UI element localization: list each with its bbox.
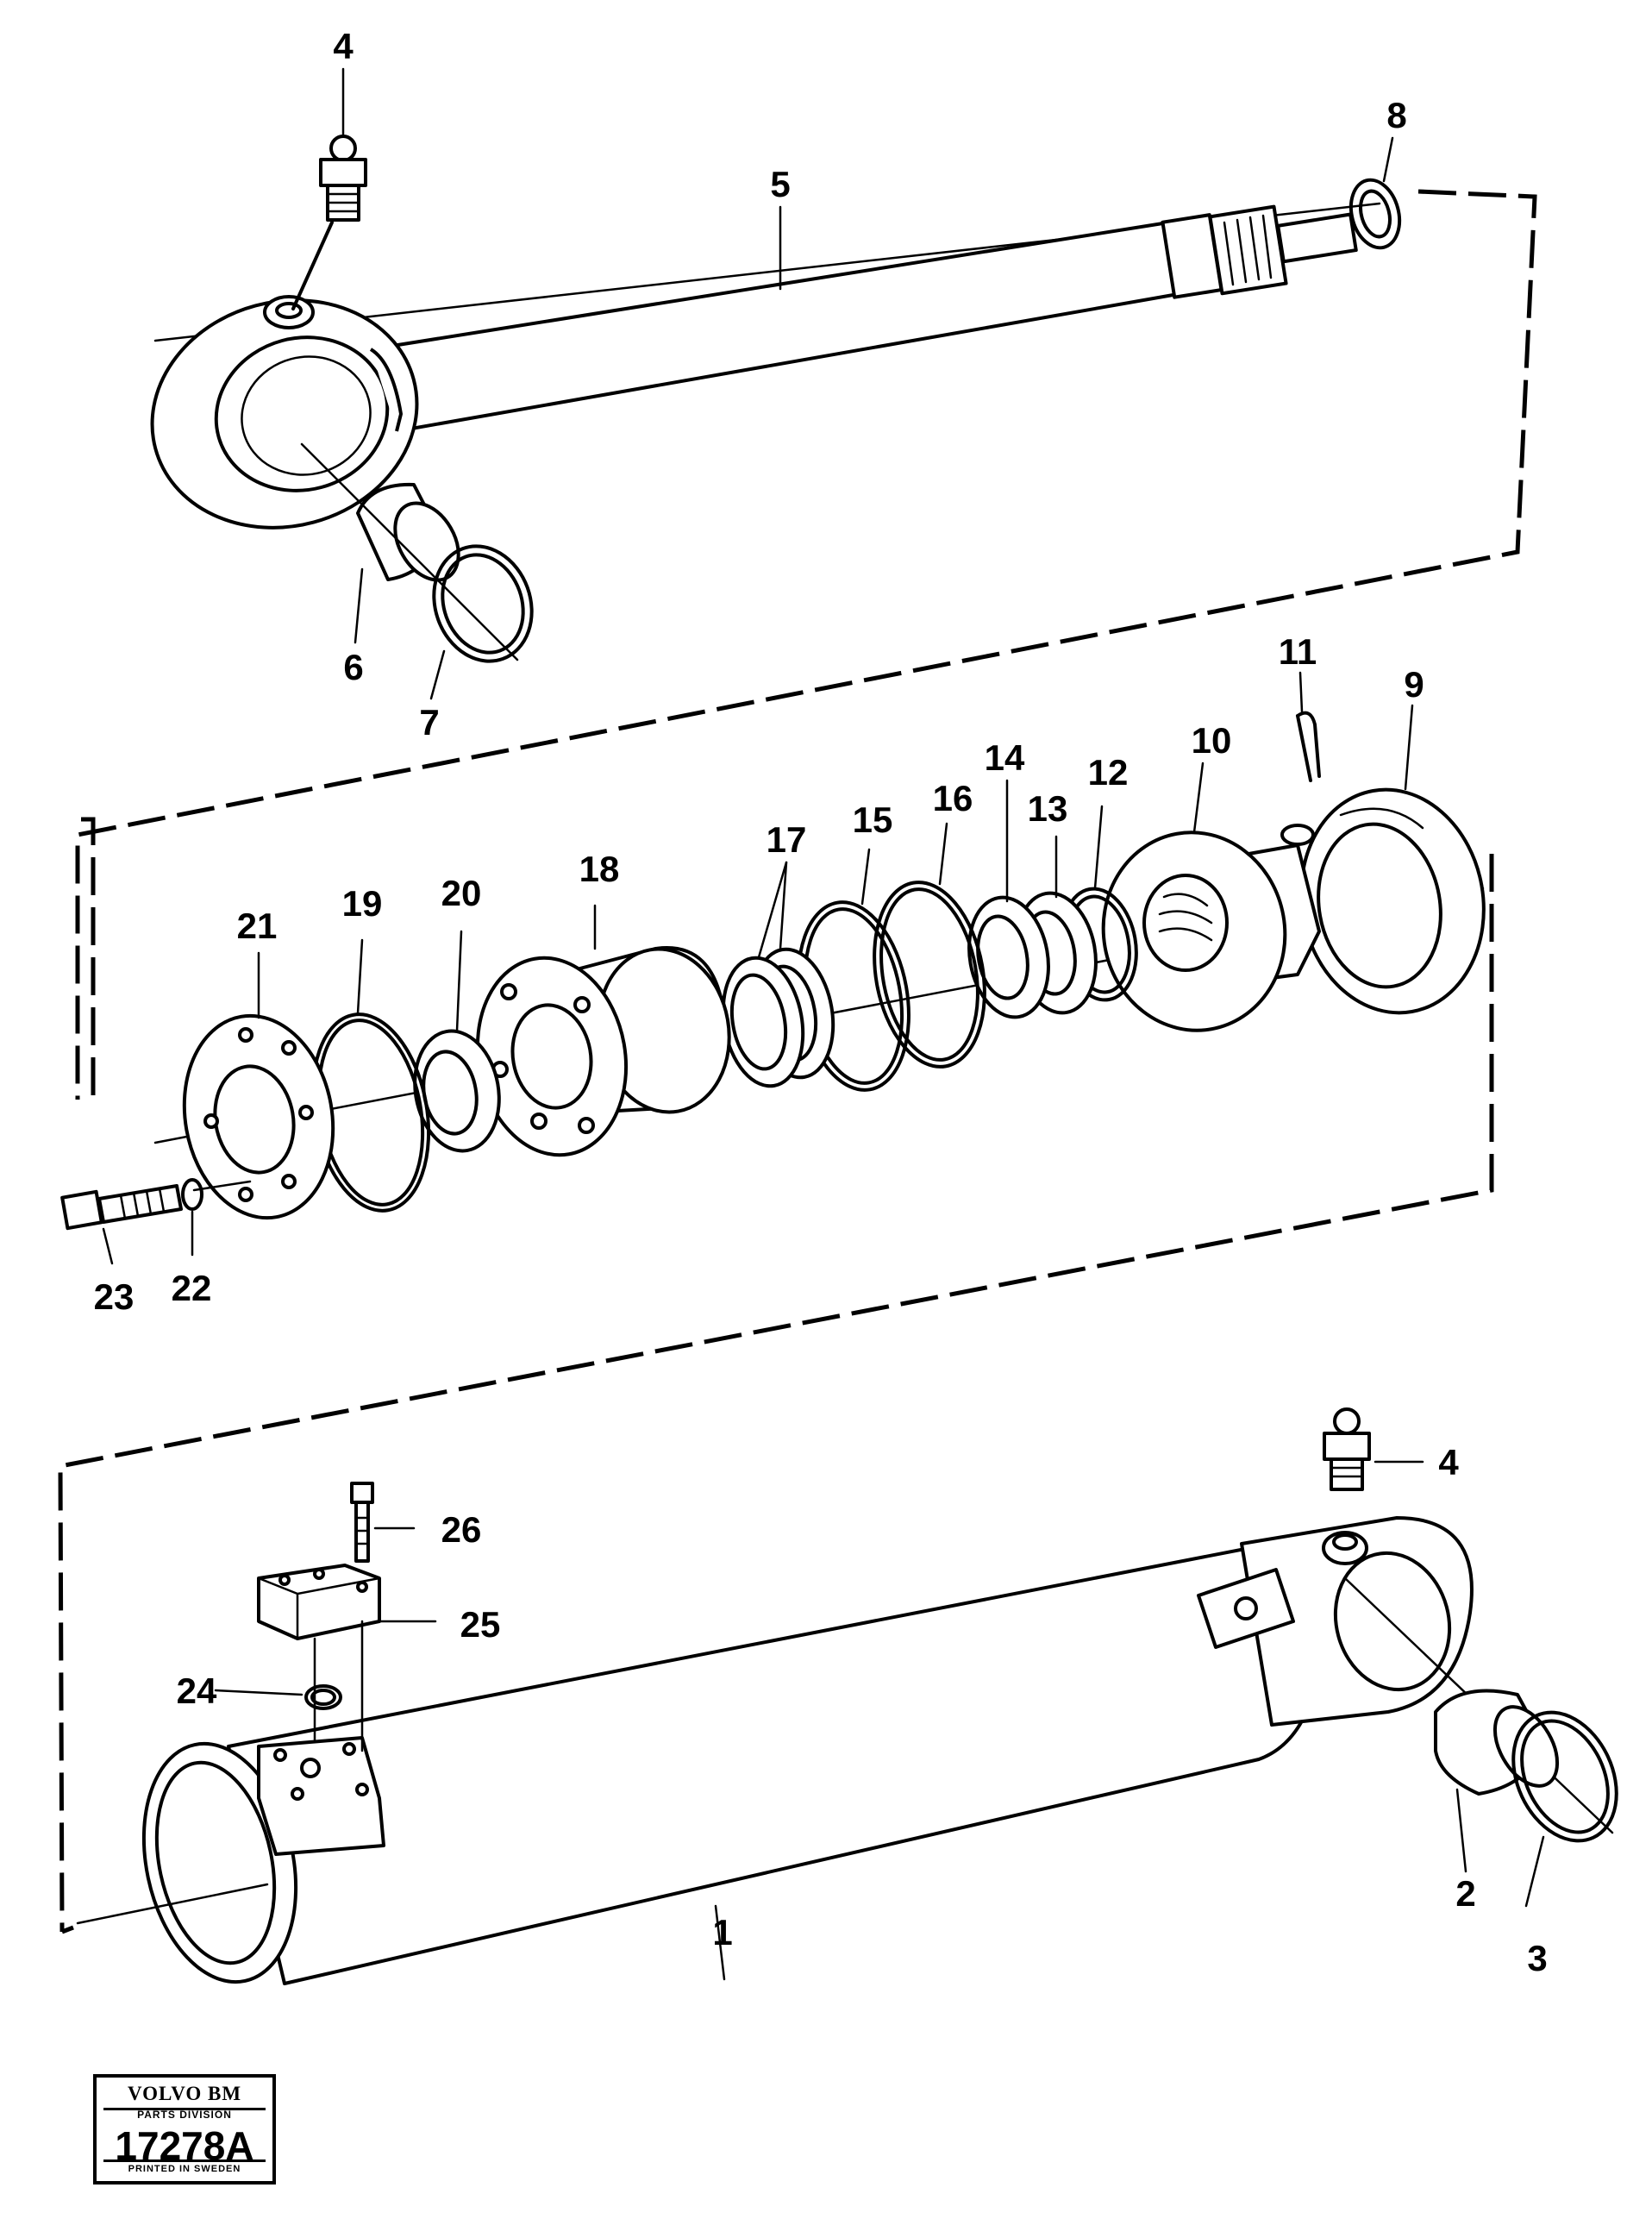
flange-plate (182, 1013, 335, 1220)
washer-rod-end (1349, 178, 1402, 250)
leader-lines (102, 67, 1545, 1981)
section-frame-middle (78, 817, 96, 1095)
section-frame-top (75, 189, 1537, 1100)
bolt-and-washer (60, 1178, 252, 1231)
badge-division: PARTS DIVISION (137, 2109, 232, 2121)
seal-13-14 (967, 891, 1098, 1019)
socket-screw (350, 1482, 374, 1563)
retaining-ring-top (300, 442, 534, 663)
callout-5: 5 (770, 164, 790, 204)
callout-7: 7 (419, 702, 439, 743)
section-frame-bottom (61, 1925, 74, 1934)
callout-10: 10 (1192, 720, 1232, 761)
callout-21: 21 (237, 906, 278, 946)
callout-4-top: 4 (333, 26, 354, 66)
callout-15: 15 (853, 799, 893, 840)
callout-1: 1 (712, 1912, 732, 1953)
callout-4-bottom: 4 (1438, 1442, 1459, 1482)
callout-6: 6 (343, 647, 363, 687)
grease-nipple-bottom (1323, 1407, 1371, 1491)
piston-nut (1101, 824, 1321, 1032)
bushing-bottom (1434, 1689, 1560, 1796)
callout-labels: 4 5 8 6 7 9 10 11 12 13 14 16 15 17 18 2… (94, 26, 1548, 1978)
o-ring-24 (304, 1684, 342, 1710)
callout-16: 16 (933, 778, 973, 818)
badge-printed-in: PRINTED IN SWEDEN (103, 2159, 266, 2177)
badge-brand: VOLVO BM (103, 2082, 266, 2110)
callout-24: 24 (177, 1671, 217, 1711)
callout-22: 22 (172, 1268, 212, 1308)
piston (475, 946, 731, 1157)
cylinder-tube-group (61, 1407, 1618, 1985)
callout-12: 12 (1088, 752, 1129, 793)
bushing-top (356, 482, 460, 582)
callout-23: 23 (94, 1276, 135, 1317)
piston-rod (150, 204, 1358, 530)
callout-19: 19 (342, 883, 383, 924)
piston-head-group (58, 711, 1494, 1933)
cylinder-head (1299, 787, 1486, 1015)
callout-18: 18 (579, 849, 620, 889)
callout-2: 2 (1455, 1873, 1475, 1914)
callout-25: 25 (460, 1604, 501, 1645)
callout-14: 14 (985, 737, 1025, 778)
callout-11: 11 (1279, 631, 1317, 672)
retaining-ring-bottom (1511, 1710, 1618, 1843)
callout-20: 20 (441, 873, 482, 913)
cotter-pin (1296, 711, 1321, 782)
callout-3: 3 (1527, 1938, 1547, 1978)
callout-26: 26 (441, 1509, 482, 1550)
callout-17: 17 (767, 819, 807, 860)
valve-block (257, 1564, 381, 1752)
guide-rings (721, 947, 835, 1088)
piston-rod-group (75, 135, 1537, 1100)
parts-division-badge: VOLVO BM PARTS DIVISION 17278A PRINTED I… (93, 2074, 276, 2185)
o-ring-16 (873, 881, 986, 1069)
callout-9: 9 (1404, 664, 1424, 705)
callout-13: 13 (1028, 788, 1068, 829)
cylinder-barrel (141, 1516, 1474, 1985)
callout-8: 8 (1386, 95, 1406, 135)
grease-nipple-top (291, 135, 367, 310)
